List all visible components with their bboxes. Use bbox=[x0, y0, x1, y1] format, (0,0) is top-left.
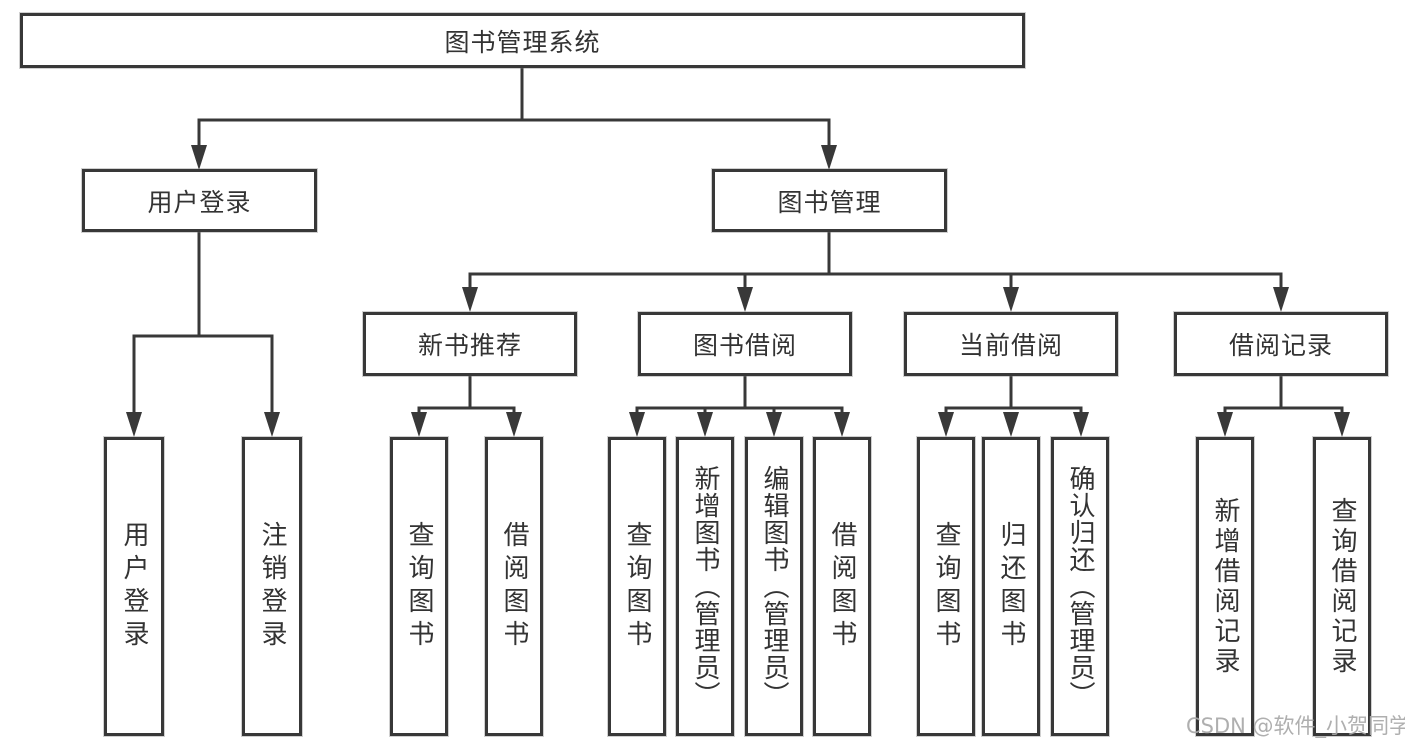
node-user-login-group: 用户登录 bbox=[82, 169, 317, 232]
node-label: 用户登录 bbox=[147, 187, 252, 217]
node-return-books: 归还图书 bbox=[982, 437, 1040, 736]
connector bbox=[132, 67, 1344, 415]
node-bb-borrow-books: 借阅图书 bbox=[813, 437, 871, 736]
node-book-borrowing: 图书借阅 bbox=[638, 312, 852, 376]
node-logout: 注销登录 bbox=[242, 437, 302, 736]
node-label: 归还图书 bbox=[996, 520, 1026, 653]
node-label: 新增图书（管理员） bbox=[690, 465, 720, 708]
csdn-watermark: CSDN @软件_小贺同学 bbox=[1186, 714, 1405, 738]
node-rec-borrow-books: 借阅图书 bbox=[485, 437, 543, 736]
node-label: 查询图书 bbox=[931, 520, 961, 653]
node-new-book-recommend: 新书推荐 bbox=[363, 312, 577, 376]
node-query-borrow-record: 查询借阅记录 bbox=[1313, 437, 1371, 736]
node-borrow-records: 借阅记录 bbox=[1174, 312, 1388, 376]
node-label: 借阅记录 bbox=[1228, 331, 1333, 360]
node-label: 图书管理系统 bbox=[444, 27, 601, 57]
node-label: 查询图书 bbox=[404, 520, 434, 653]
node-current-borrowing: 当前借阅 bbox=[904, 312, 1118, 376]
node-label: 借阅图书 bbox=[827, 520, 857, 653]
node-bb-query-books: 查询图书 bbox=[608, 437, 666, 736]
node-label: 图书借阅 bbox=[692, 331, 797, 360]
node-add-borrow-record: 新增借阅记录 bbox=[1196, 437, 1254, 736]
node-label: 新书推荐 bbox=[417, 331, 522, 360]
node-library-system: 图书管理系统 bbox=[20, 13, 1025, 68]
node-user-login: 用户登录 bbox=[104, 437, 164, 736]
node-add-book-admin: 新增图书（管理员） bbox=[676, 437, 734, 736]
node-edit-book-admin: 编辑图书（管理员） bbox=[745, 437, 803, 736]
node-label: 当前借阅 bbox=[958, 331, 1063, 360]
node-book-management: 图书管理 bbox=[712, 169, 947, 232]
node-label: 新增借阅记录 bbox=[1210, 496, 1240, 677]
node-label: 注销登录 bbox=[257, 520, 287, 653]
node-label: 编辑图书（管理员） bbox=[759, 465, 789, 708]
node-label: 查询借阅记录 bbox=[1327, 496, 1357, 677]
node-rec-query-books: 查询图书 bbox=[390, 437, 448, 736]
node-cb-query-books: 查询图书 bbox=[917, 437, 975, 736]
node-label: 查询图书 bbox=[622, 520, 652, 653]
arrow-down-icon bbox=[126, 145, 1350, 437]
node-label: 确认归还（管理员） bbox=[1065, 465, 1095, 708]
node-confirm-return-admin: 确认归还（管理员） bbox=[1051, 437, 1109, 736]
node-label: 图书管理 bbox=[777, 187, 882, 217]
node-label: 用户登录 bbox=[119, 520, 149, 653]
node-label: 借阅图书 bbox=[499, 520, 529, 653]
